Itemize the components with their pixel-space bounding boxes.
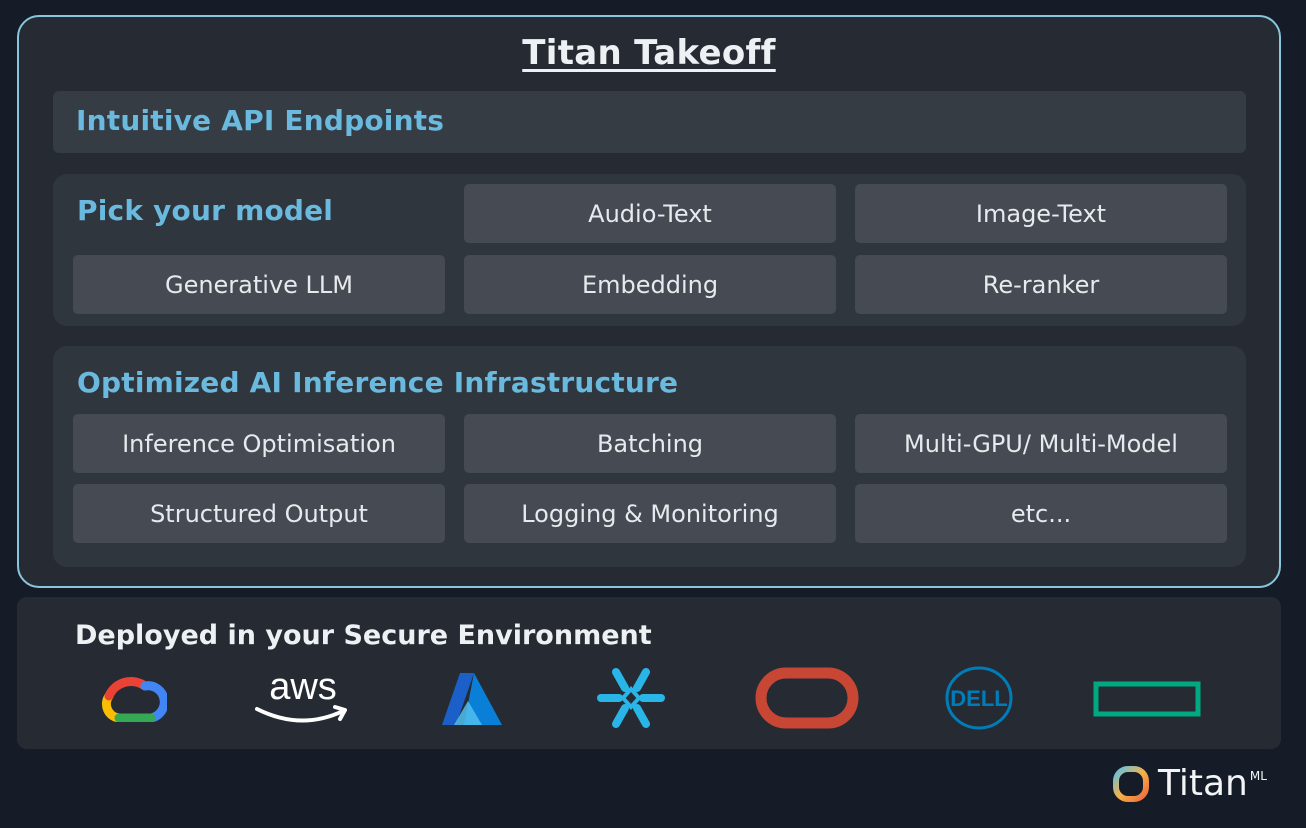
titan-takeoff-frame: Titan Takeoff Intuitive API Endpoints Pi… <box>17 15 1281 588</box>
snowflake-icon <box>597 668 665 728</box>
model-heading: Pick your model <box>77 194 334 227</box>
api-endpoints-label: Intuitive API Endpoints <box>76 104 445 137</box>
deployment-heading: Deployed in your Secure Environment <box>75 620 652 651</box>
google-cloud-icon <box>101 677 167 722</box>
hpe-icon <box>1093 681 1201 717</box>
azure-icon <box>442 673 502 725</box>
model-chip-generative-llm: Generative LLM <box>73 255 445 314</box>
infra-chip-multi-gpu: Multi-GPU/ Multi-Model <box>855 414 1227 473</box>
svg-text:DELL: DELL <box>950 686 1007 711</box>
brand-suffix: ML <box>1249 769 1267 783</box>
titanml-logo: Titan ML <box>1112 765 1267 805</box>
titanml-mark-icon <box>1113 766 1149 802</box>
api-endpoints-bar: Intuitive API Endpoints <box>53 91 1246 153</box>
model-chip-embedding: Embedding <box>464 255 836 314</box>
infra-chip-structured-output: Structured Output <box>73 484 445 543</box>
aws-icon: aws <box>255 669 347 723</box>
diagram-title: Titan Takeoff <box>522 33 776 73</box>
model-panel: Pick your model Audio-Text Image-Text Ge… <box>53 174 1246 326</box>
model-chip-audio-text: Audio-Text <box>464 184 836 243</box>
infra-chip-etc: etc... <box>855 484 1227 543</box>
infrastructure-heading: Optimized AI Inference Infrastructure <box>77 366 679 399</box>
model-chip-re-ranker: Re-ranker <box>855 255 1227 314</box>
infrastructure-panel: Optimized AI Inference Infrastructure In… <box>53 346 1246 567</box>
infra-chip-logging-monitoring: Logging & Monitoring <box>464 484 836 543</box>
svg-text:aws: aws <box>269 669 337 708</box>
brand-name: Titan <box>1158 763 1248 804</box>
infra-chip-inference-optimisation: Inference Optimisation <box>73 414 445 473</box>
infra-chip-batching: Batching <box>464 414 836 473</box>
deployment-frame: Deployed in your Secure Environment aws … <box>17 597 1281 749</box>
model-chip-image-text: Image-Text <box>855 184 1227 243</box>
dell-icon: DELL <box>945 666 1013 730</box>
oracle-icon <box>755 667 859 729</box>
